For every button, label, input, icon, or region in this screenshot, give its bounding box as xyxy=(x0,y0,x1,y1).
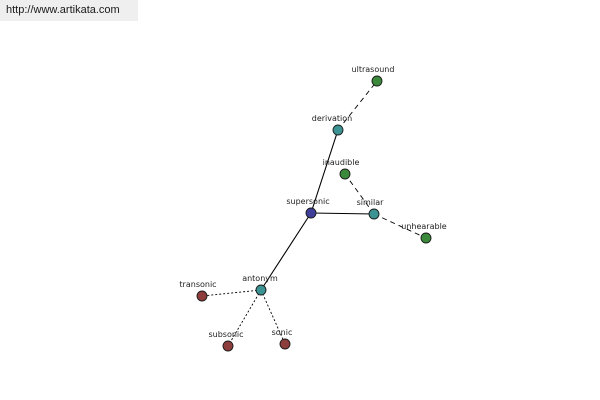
node-unhearable[interactable] xyxy=(420,232,432,244)
node-derivation[interactable] xyxy=(332,124,344,136)
node-sonic[interactable] xyxy=(279,338,291,350)
node-label-derivation: derivation xyxy=(312,114,352,123)
node-label-subsonic: subsonic xyxy=(208,330,243,339)
node-similar[interactable] xyxy=(368,208,380,220)
node-subsonic[interactable] xyxy=(222,340,234,352)
node-label-unhearable: unhearable xyxy=(401,222,447,231)
edge-supersonic-similar xyxy=(310,212,375,215)
graph-labels: supersonic derivation similar antonym ultras… xyxy=(179,65,446,339)
node-label-sonic: sonic xyxy=(272,328,293,337)
graph-nodes xyxy=(196,75,432,352)
edge-antonym-sonic xyxy=(260,289,286,345)
node-ultrasound[interactable] xyxy=(371,75,383,87)
edge-antonym-subsonic xyxy=(227,289,262,347)
watermark-url: http://www.artikata.com xyxy=(0,0,138,21)
edge-supersonic-antonym xyxy=(260,212,312,291)
node-supersonic[interactable] xyxy=(305,207,317,219)
edge-antonym-transonic xyxy=(201,289,262,297)
graph-edges xyxy=(201,80,427,347)
edge-derivation-ultrasound xyxy=(337,80,378,131)
node-transonic[interactable] xyxy=(196,290,208,302)
edge-similar-unhearable xyxy=(373,213,427,239)
edge-supersonic-derivation xyxy=(310,129,339,214)
edge-similar-inaudible xyxy=(344,173,375,215)
node-label-supersonic: supersonic xyxy=(286,197,329,206)
node-label-inaudible: inaudible xyxy=(323,158,360,167)
node-antonym[interactable] xyxy=(255,284,267,296)
node-label-antonym: antonym xyxy=(242,274,278,283)
node-inaudible[interactable] xyxy=(339,168,351,180)
node-label-ultrasound: ultrasound xyxy=(352,65,395,74)
node-label-similar: similar xyxy=(357,198,385,207)
node-label-transonic: transonic xyxy=(179,280,216,289)
